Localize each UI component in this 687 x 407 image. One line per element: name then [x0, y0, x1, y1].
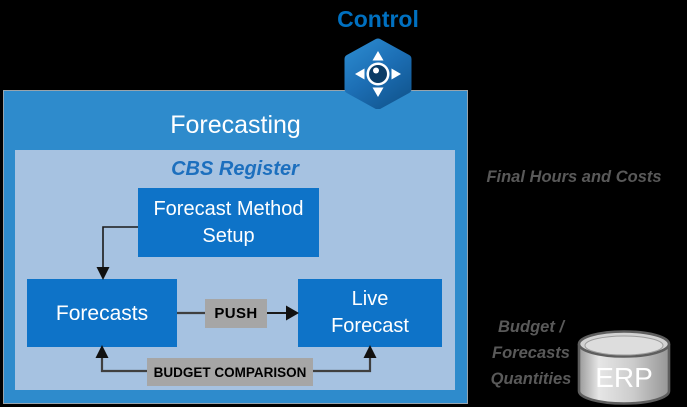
forecasting-title: Forecasting — [170, 111, 301, 139]
database-cylinder-icon: ERP — [577, 330, 671, 405]
erp-text: ERP — [595, 362, 653, 393]
budget-comparison-flow-label: BUDGET COMPARISON — [147, 358, 313, 386]
budget-annotation-line1: Budget / — [498, 318, 564, 336]
budget-quantities-annotation: Budget / Forecasts Quantities — [473, 314, 589, 392]
down-triangle — [372, 87, 384, 97]
forecast-method-setup-label: Forecast Method Setup — [153, 197, 304, 247]
left-triangle — [355, 68, 365, 80]
eye-inner-circle — [369, 65, 387, 83]
hexagon-navigation-icon — [344, 38, 412, 109]
cylinder-top-inner — [584, 335, 664, 356]
up-triangle — [372, 51, 384, 61]
live-forecast-label: Live Forecast — [331, 288, 409, 337]
right-triangle — [391, 68, 401, 80]
cylinder-body — [577, 344, 671, 405]
eye-highlight-dot — [373, 67, 379, 74]
live-forecast-node: Live Forecast — [298, 279, 442, 347]
forecasts-label: Forecasts — [55, 301, 149, 325]
budget-annotation-line3: Quantities — [490, 370, 572, 388]
cbs-register-container — [15, 150, 455, 390]
budget-annotation-line2: Forecasts — [492, 344, 570, 362]
final-hours-annotation: Final Hours and Costs — [486, 168, 662, 186]
forecasts-node: Forecasts — [27, 279, 177, 347]
push-flow-label: PUSH — [205, 299, 267, 328]
cbs-register-title: CBS Register — [171, 158, 299, 180]
forecast-method-setup-node: Forecast Method Setup — [138, 188, 319, 257]
control-title: Control — [337, 6, 419, 32]
